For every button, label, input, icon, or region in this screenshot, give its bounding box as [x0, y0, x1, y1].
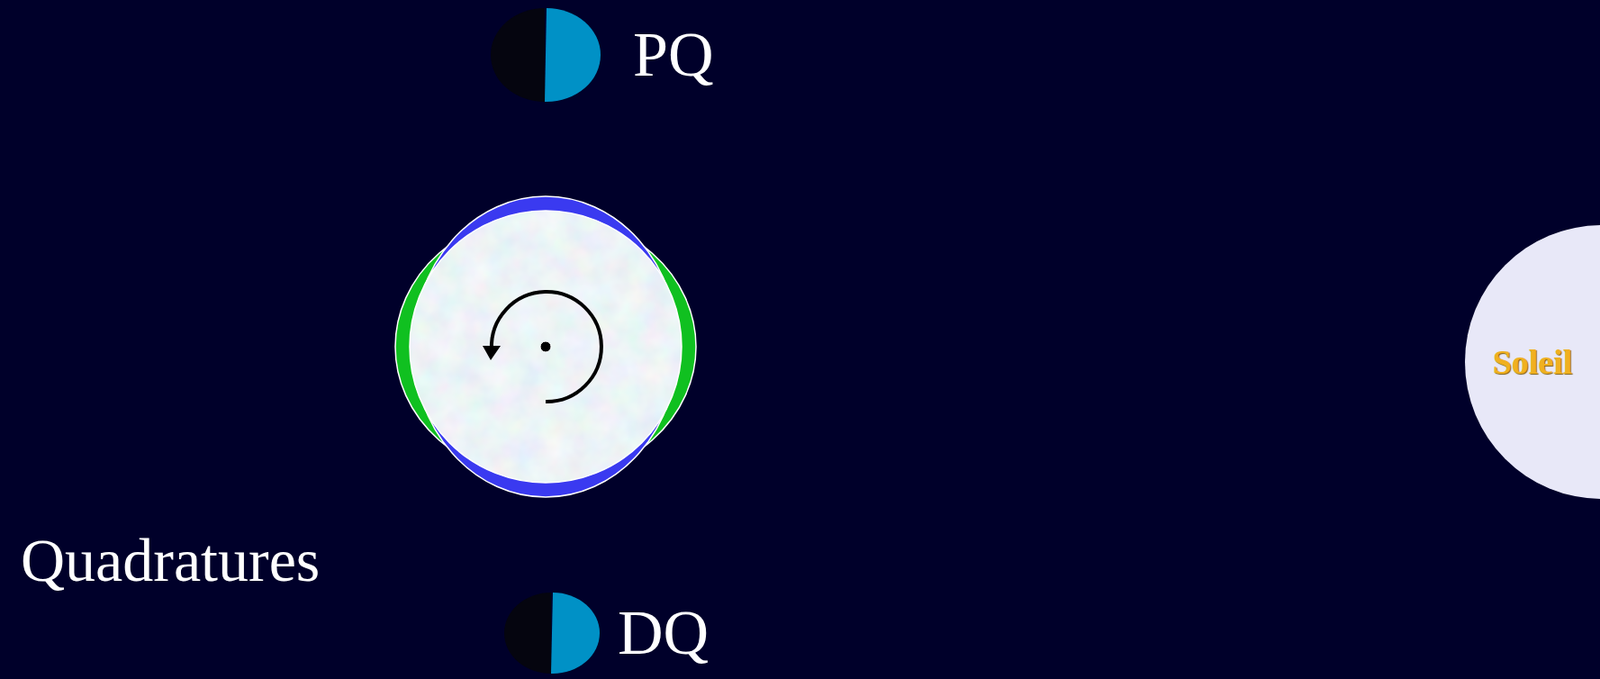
earth-base	[409, 210, 682, 483]
configuration-label: Quadratures	[20, 529, 320, 591]
phase-label: PQ	[632, 23, 714, 87]
arrow-head	[482, 345, 501, 361]
moon-phase	[504, 592, 598, 674]
moon-phase	[490, 8, 599, 102]
sun-label: Soleil	[1492, 342, 1573, 382]
sun: Soleil	[1464, 225, 1600, 499]
earth-texture	[409, 210, 682, 483]
rotation-arrow	[491, 291, 602, 402]
earth-axis-dot	[540, 341, 552, 353]
phase-label: DQ	[617, 601, 709, 665]
moon-first-quarter: PQ	[490, 8, 714, 102]
earth-outline	[409, 210, 682, 483]
moon-last-quarter: DQ	[504, 592, 709, 674]
